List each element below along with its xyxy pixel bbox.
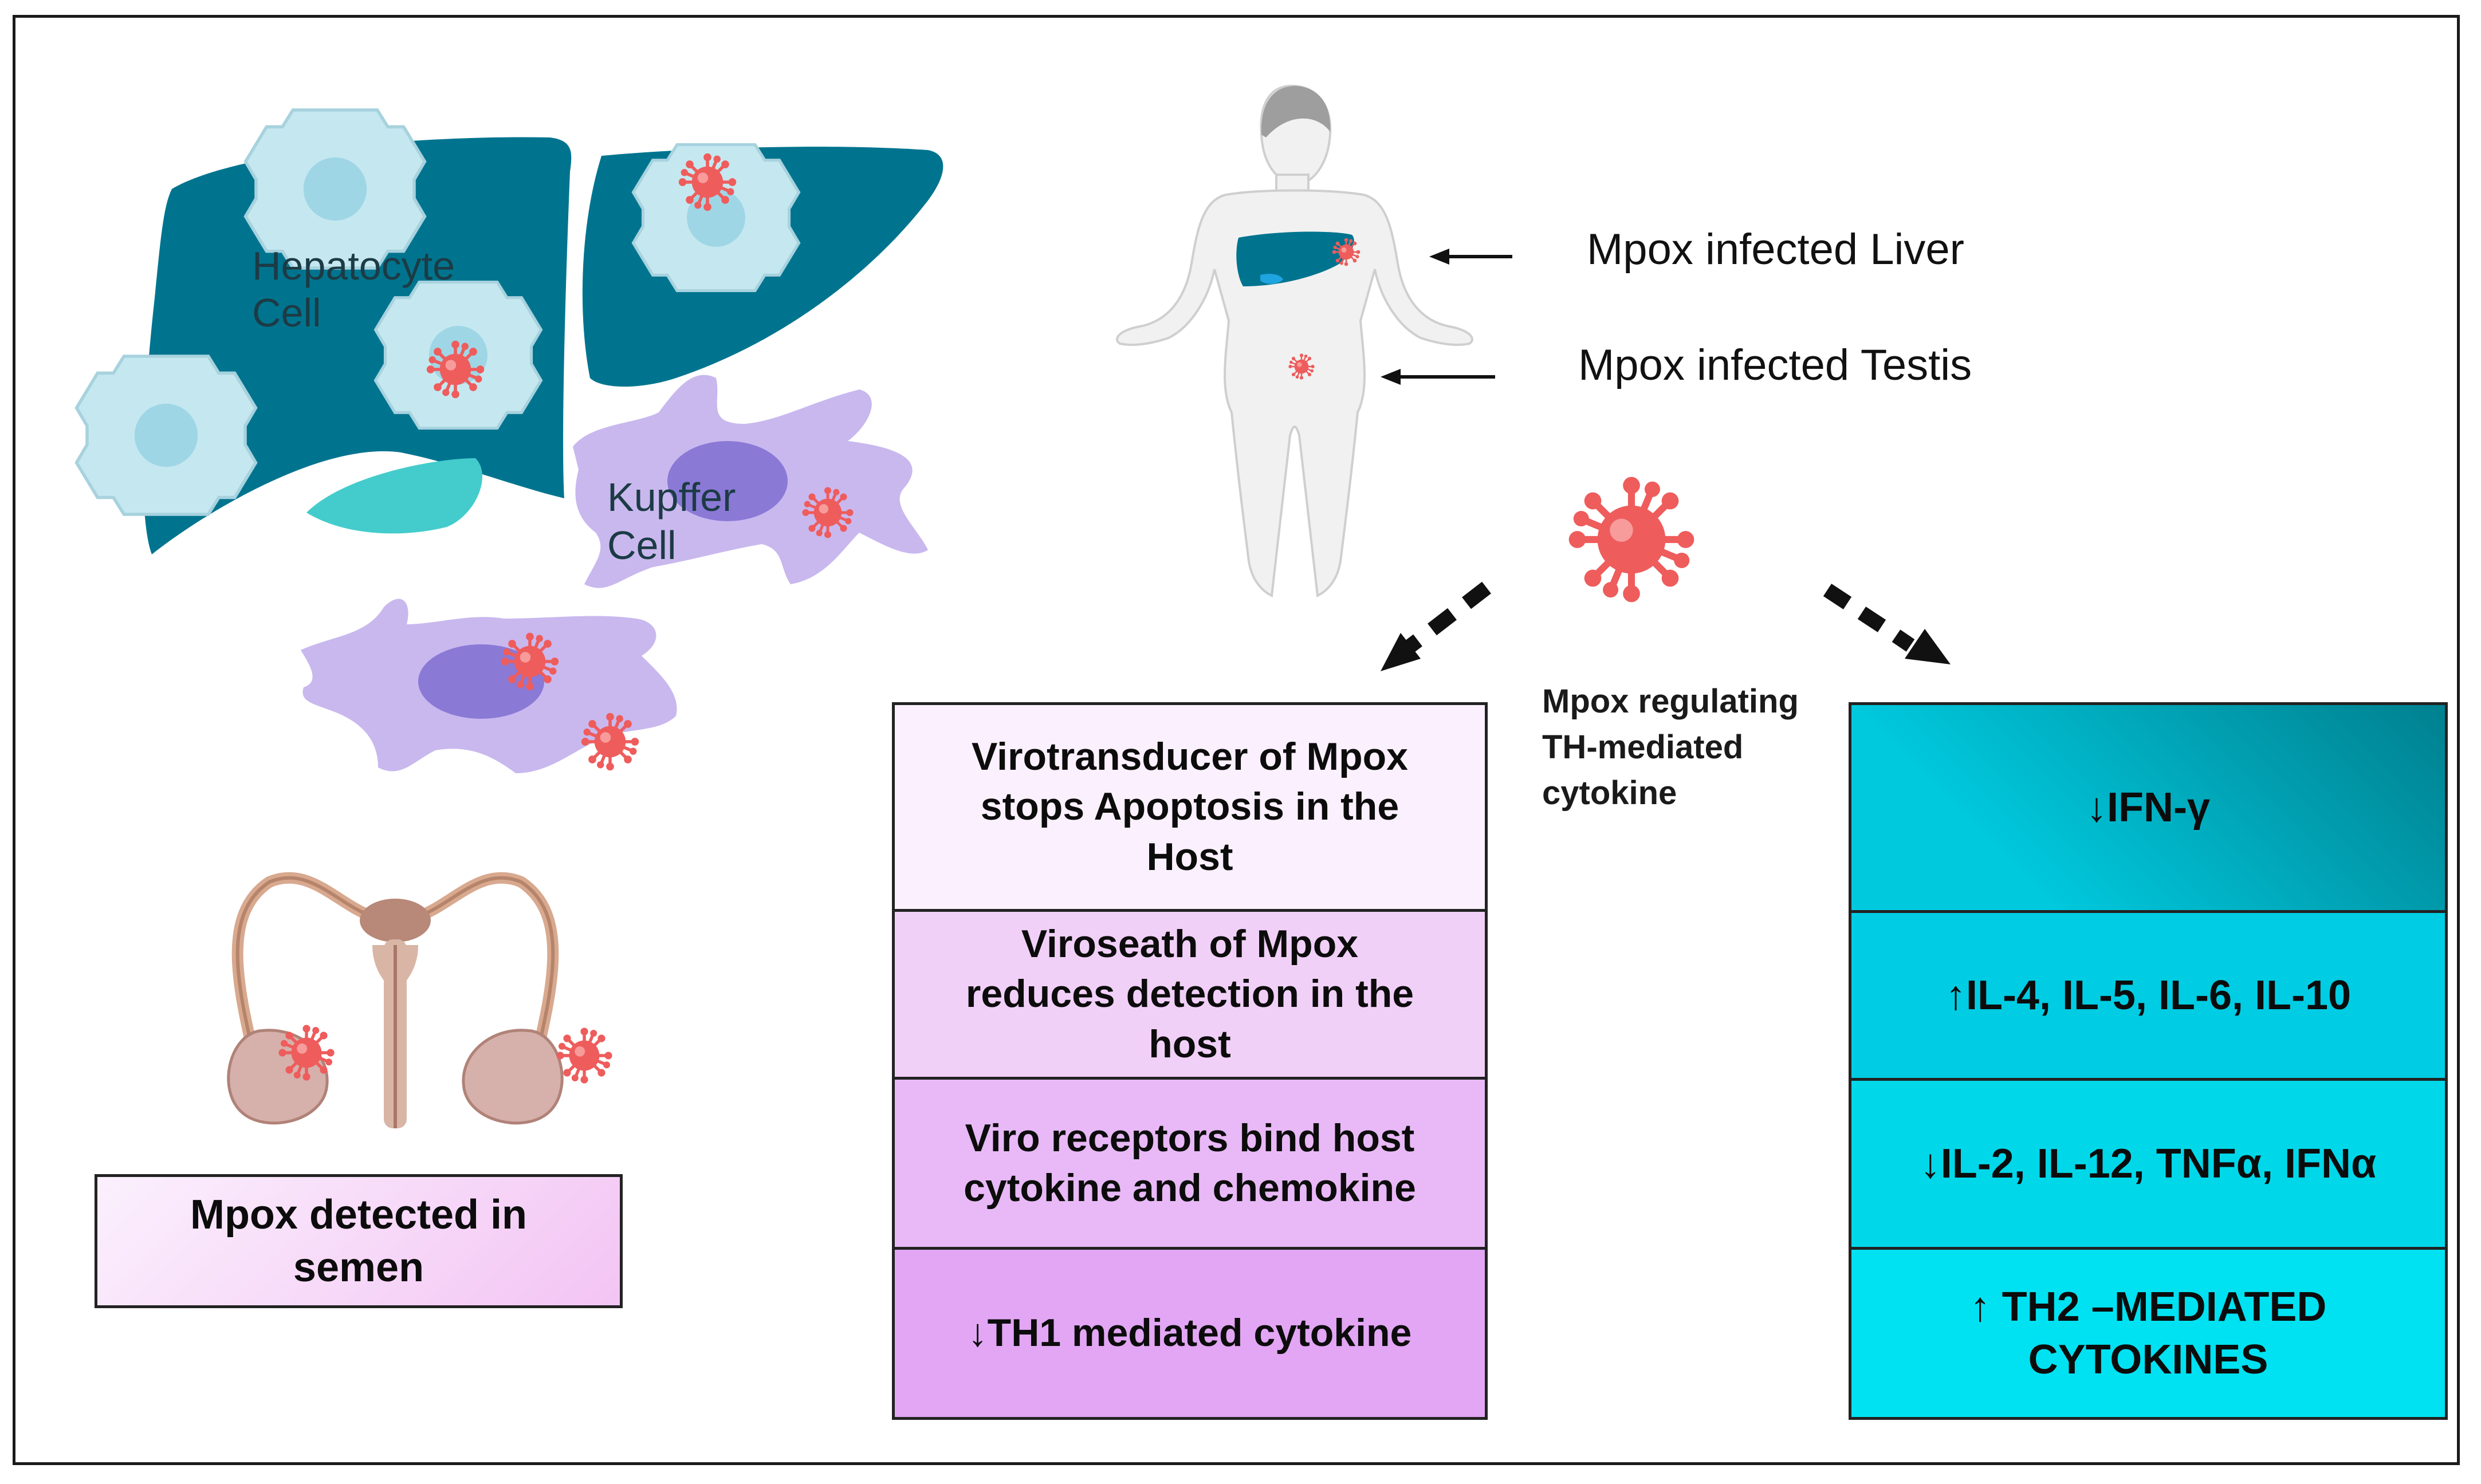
kupffer-nucleus	[667, 441, 788, 521]
pathogenesis-box-3: Viro receptors bind host cytokine and ch…	[892, 1077, 1488, 1250]
virus-icon	[581, 713, 639, 770]
semen-box: Mpox detected in semen	[95, 1174, 623, 1308]
virus-icon	[501, 633, 559, 690]
virus-icon	[1288, 353, 1315, 380]
virus-icon	[278, 1025, 334, 1080]
dashed-arrow-left	[1381, 581, 1491, 671]
cytokine-box-4: ↑ TH2 –MEDIATED CYTOKINES	[1849, 1247, 2448, 1420]
pathogenesis-box-1: Virotransducer of Mpox stops Apoptosis i…	[892, 702, 1488, 912]
gallbladder	[306, 458, 482, 534]
virus-icon	[1331, 237, 1361, 267]
regulation-label: Mpox regulating TH-mediated cytokine	[1542, 683, 1799, 812]
virus-icon	[427, 341, 484, 398]
cytokine-box-2: ↑IL-4, IL-5, IL-6, IL-10	[1849, 910, 2448, 1081]
callout-arrows	[1381, 249, 1512, 385]
cytokine-box-1: ↓IFN-γ	[1849, 702, 2448, 913]
hepatocyte-cell	[77, 356, 256, 514]
male-reproductive-illustration	[227, 872, 612, 1128]
hepatocyte-cell	[634, 145, 799, 291]
liver-left-lobe	[143, 137, 572, 554]
human-figure	[1115, 84, 1474, 598]
liver-callout: Mpox infected Liver	[1587, 225, 1964, 274]
testis-callout: Mpox infected Testis	[1578, 341, 1972, 389]
pathogenesis-box-4: ↓TH1 mediated cytokine	[892, 1247, 1488, 1420]
pathogenesis-box-2: Viroseath of Mpox reduces detection in t…	[892, 909, 1488, 1080]
virus-icon	[679, 153, 736, 211]
mpox-virus-icon	[1569, 477, 1694, 603]
cytokine-box-3: ↓IL-2, IL-12, TNFα, IFNα	[1849, 1078, 2448, 1250]
body-liver	[1236, 231, 1354, 286]
virus-icon	[802, 487, 853, 538]
dashed-arrow-right	[1823, 584, 1951, 664]
figure-frame	[13, 15, 2460, 1465]
virus-icon	[556, 1028, 612, 1083]
